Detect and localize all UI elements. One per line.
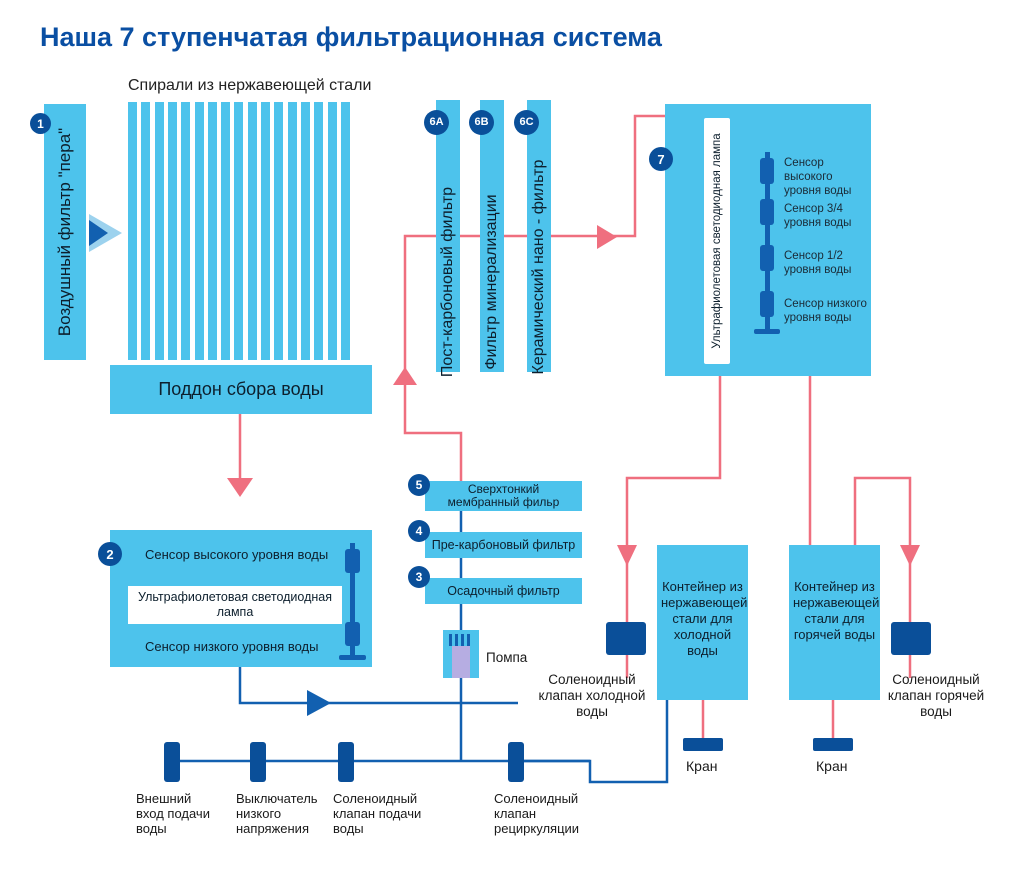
coils-label: Спирали из нержавеющей стали bbox=[128, 77, 372, 94]
stage3-filter: Осадочный фильтр bbox=[425, 578, 582, 604]
air-arrow-icon bbox=[89, 220, 108, 246]
coil-bar bbox=[327, 102, 337, 360]
filter-6b-label: Фильтр минерализации bbox=[483, 194, 500, 370]
uv-lamp: Ультрафиолетовая светодиодная лампа bbox=[704, 118, 730, 364]
coil-bar bbox=[234, 102, 244, 360]
hot-container: Контейнер из нержавеющей стали для горяч… bbox=[789, 545, 880, 700]
stage-2-badge: 2 bbox=[98, 542, 122, 566]
stage5-label: Сверхтонкий мембранный фильр bbox=[447, 482, 560, 509]
stage-1-badge: 1 bbox=[30, 113, 51, 134]
supply-valve-label: Соленоидный клапан подачи воды bbox=[333, 791, 422, 836]
float-sensor-icon bbox=[345, 549, 360, 573]
pump-label: Помпа bbox=[486, 650, 528, 665]
stage2-high-sensor: Сенсор высокого уровня воды bbox=[145, 547, 329, 562]
external-inlet-label: Внешний вход подачи воды bbox=[136, 791, 210, 836]
coil-bar bbox=[194, 102, 204, 360]
coil-bar bbox=[221, 102, 231, 360]
stage4-label: Пре-карбоновый фильтр bbox=[431, 538, 576, 552]
filter-6b: Фильтр минерализации bbox=[480, 100, 504, 372]
coil-bar bbox=[261, 102, 270, 360]
float-sensor-icon bbox=[760, 199, 774, 225]
coil-bar bbox=[300, 102, 310, 360]
stage-6b-badge: 6B bbox=[469, 110, 494, 135]
cold-tap-icon bbox=[683, 738, 723, 751]
cold-down-arrow-icon bbox=[617, 545, 637, 566]
external-inlet-icon bbox=[164, 742, 180, 782]
float-rod bbox=[765, 152, 770, 334]
recirculation-valve-icon bbox=[508, 742, 524, 782]
coil-bar bbox=[207, 102, 217, 360]
float-sensor-icon bbox=[345, 622, 360, 646]
low-voltage-switch-label: Выключатель низкого напряжения bbox=[236, 791, 318, 836]
down-arrow-icon bbox=[227, 478, 253, 497]
tray-label: Поддон сбора воды bbox=[158, 379, 324, 399]
stage-6c-badge: 6C bbox=[514, 110, 539, 135]
coil-bar bbox=[128, 102, 137, 360]
filter-6a-label: Пост-карбоновый фильтр bbox=[439, 186, 456, 378]
coil-bar bbox=[141, 102, 151, 360]
supply-valve-icon bbox=[338, 742, 354, 782]
coil-bar bbox=[181, 102, 191, 360]
sensor-34-label: Сенсор 3/4 уровня воды bbox=[784, 203, 852, 229]
hot-down-arrow-icon bbox=[900, 545, 920, 566]
stage2-float-rod bbox=[350, 543, 355, 655]
coil-bar bbox=[287, 102, 297, 360]
filter-6a: Пост-карбоновый фильтр bbox=[436, 100, 460, 377]
coil-bar bbox=[274, 102, 284, 360]
pump-icon bbox=[443, 630, 479, 678]
float-sensor-icon bbox=[760, 291, 774, 317]
stage-7-badge: 7 bbox=[649, 147, 673, 171]
stainless-coils bbox=[128, 102, 352, 360]
cold-valve-label: Соленоидный клапан холодной воды bbox=[538, 672, 646, 719]
stage4-filter: Пре-карбоновый фильтр bbox=[425, 532, 582, 558]
air-filter-label: Воздушный фильтр "пера" bbox=[55, 127, 74, 337]
cold-valve-icon bbox=[606, 622, 646, 655]
coil-bar bbox=[154, 102, 164, 360]
uv-lamp-label: Ультрафиолетовая светодиодная лампа bbox=[711, 133, 723, 349]
float-sensor-icon bbox=[760, 158, 774, 184]
hot-tap-icon bbox=[813, 738, 853, 751]
cold-container: Контейнер из нержавеющей стали для холод… bbox=[657, 545, 748, 700]
coil-bar bbox=[314, 102, 324, 360]
stage2-uv-lamp-label: Ультрафиолетовая светодиодная лампа bbox=[138, 590, 332, 619]
stage5-filter: Сверхтонкий мембранный фильр bbox=[425, 481, 582, 511]
right-arrow-icon bbox=[597, 225, 617, 249]
low-voltage-switch-icon bbox=[250, 742, 266, 782]
float-base bbox=[754, 329, 780, 334]
page-title: Наша 7 ступенчатая фильтрационная систем… bbox=[40, 22, 662, 52]
stage-4-badge: 4 bbox=[408, 520, 430, 542]
coil-bar bbox=[247, 102, 257, 360]
stage2-float-base bbox=[339, 655, 366, 660]
sensor-12-label: Сенсор 1/2 уровня воды bbox=[784, 250, 852, 276]
stage-6a-badge: 6A bbox=[424, 110, 449, 135]
hot-valve-label: Соленоидный клапан горячей воды bbox=[887, 672, 985, 719]
stage3-label: Осадочный фильтр bbox=[447, 584, 560, 598]
air-filter-box: Воздушный фильтр "пера" bbox=[44, 104, 86, 360]
water-tray: Поддон сбора воды bbox=[110, 365, 372, 414]
stage2-uv-lamp: Ультрафиолетовая светодиодная лампа bbox=[128, 586, 342, 624]
hot-container-label: Контейнер из нержавеющей стали для горяч… bbox=[793, 579, 880, 642]
flow-arrows bbox=[89, 214, 920, 716]
cold-container-label: Контейнер из нержавеющей стали для холод… bbox=[661, 579, 748, 658]
coil-bar bbox=[167, 102, 177, 360]
stage2-low-sensor: Сенсор низкого уровня воды bbox=[145, 639, 319, 654]
stage-5-badge: 5 bbox=[408, 474, 430, 496]
blue-right-arrow-icon bbox=[307, 690, 331, 716]
stage-3-badge: 3 bbox=[408, 566, 430, 588]
filter-6c-label: Керамический нано - фильтр bbox=[530, 159, 547, 375]
cold-tap-label: Кран bbox=[686, 758, 718, 774]
hot-tap-label: Кран bbox=[816, 758, 848, 774]
filter-6c: Керамический нано - фильтр bbox=[527, 100, 551, 374]
float-sensor-icon bbox=[760, 245, 774, 271]
hot-valve-icon bbox=[891, 622, 931, 655]
sensor-low-label: Сенсор низкого уровня воды bbox=[784, 298, 867, 324]
recirculation-valve-label: Соленоидный клапан рециркуляции bbox=[494, 791, 580, 836]
coil-bar bbox=[340, 102, 350, 360]
sensor-high-label: Сенсор высокого уровня воды bbox=[784, 157, 852, 197]
up-arrow-icon bbox=[393, 367, 417, 385]
